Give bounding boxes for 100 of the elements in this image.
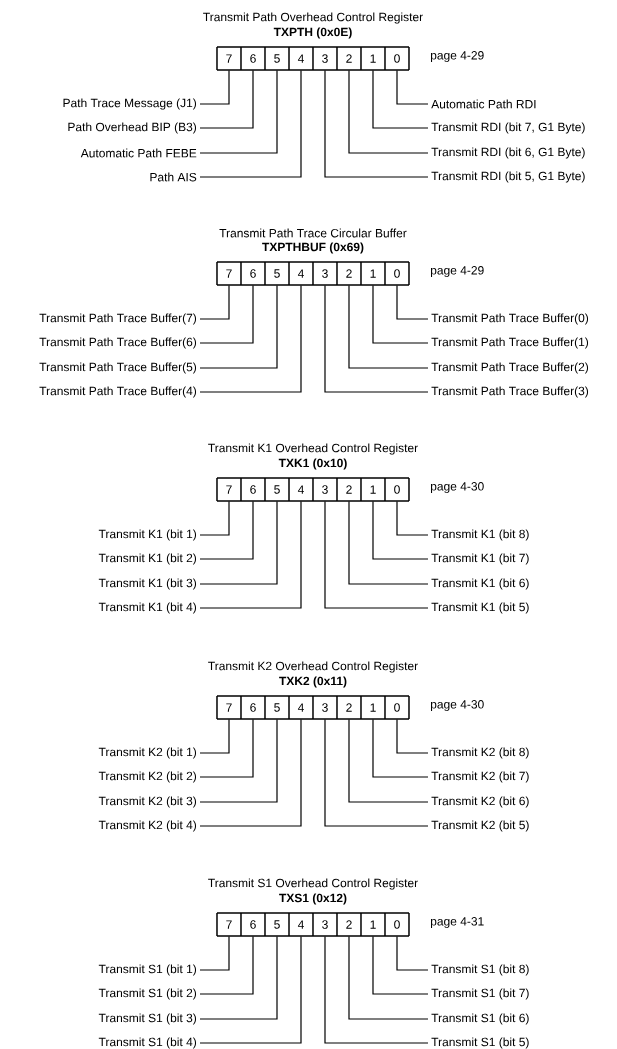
leader-line (199, 69, 302, 178)
field-label: Transmit K1 (bit 1) (98, 529, 197, 541)
leader-line (324, 500, 429, 609)
leader-line (324, 69, 429, 178)
bit-cell: 4 (288, 46, 314, 71)
bit-cell: 1 (360, 261, 386, 286)
leader-line (199, 935, 278, 1020)
register-name: TXS1 (0x12) (279, 893, 347, 905)
bit-cell: 4 (288, 695, 314, 720)
page-reference: page 4-29 (430, 266, 484, 277)
bit-cell: 6 (240, 261, 266, 286)
leader-line (324, 935, 429, 1044)
bit-cell: 1 (360, 477, 386, 502)
field-label: Transmit Path Trace Buffer(3) (431, 386, 589, 398)
leader-line (199, 284, 254, 344)
bit-cell: 5 (264, 912, 290, 937)
leader-line (396, 935, 429, 971)
leader-line (199, 718, 278, 803)
register-name: TXK1 (0x10) (278, 458, 347, 470)
field-label: Transmit RDI (bit 5, G1 Byte) (431, 171, 585, 183)
field-label: Transmit S1 (bit 1) (98, 964, 197, 976)
leader-line (199, 500, 278, 585)
field-label: Transmit K2 (bit 1) (98, 747, 197, 759)
leader-line (372, 500, 429, 560)
bit-cell: 1 (360, 912, 386, 937)
bit-cell: 2 (336, 695, 362, 720)
leader-line (199, 718, 230, 754)
field-label: Transmit S1 (bit 3) (98, 1013, 197, 1025)
bit-cell: 7 (216, 261, 242, 286)
leader-line (348, 500, 429, 585)
field-label: Transmit K1 (bit 6) (431, 578, 529, 590)
bit-cell: 2 (336, 912, 362, 937)
register-title: Transmit Path Trace Circular Buffer (219, 228, 407, 238)
field-label: Transmit S1 (bit 4) (98, 1037, 197, 1049)
field-label: Transmit Path Trace Buffer(6) (39, 337, 197, 349)
field-label: Transmit RDI (bit 7, G1 Byte) (431, 122, 585, 134)
leader-line (348, 69, 429, 154)
bit-cell: 3 (312, 261, 338, 286)
leader-line (199, 935, 254, 995)
leader-line (199, 69, 254, 129)
leader-line (199, 284, 230, 320)
bit-cell: 2 (336, 46, 362, 71)
bit-cell: 5 (264, 261, 290, 286)
leader-line (396, 284, 429, 320)
leader-line (348, 935, 429, 1020)
field-label: Transmit K1 (bit 2) (98, 553, 197, 565)
field-label: Transmit K2 (bit 4) (98, 820, 197, 832)
bit-cell: 5 (264, 46, 290, 71)
field-label: Automatic Path FEBE (80, 148, 197, 158)
bit-cell: 0 (384, 261, 410, 286)
bit-cell: 6 (240, 477, 266, 502)
leader-line (396, 500, 429, 536)
field-label: Path AIS (150, 172, 197, 182)
leader-line (372, 284, 429, 344)
leader-line (199, 500, 230, 536)
leader-line (199, 500, 254, 560)
bit-cell: 0 (384, 477, 410, 502)
field-label: Transmit K2 (bit 6) (431, 796, 529, 808)
bit-cell: 1 (360, 46, 386, 71)
field-label: Transmit S1 (bit 2) (98, 988, 197, 1000)
bit-cell: 7 (216, 477, 242, 502)
bit-cell: 6 (240, 46, 266, 71)
leader-line (324, 284, 429, 393)
field-label: Path Trace Message (J1) (63, 98, 197, 110)
bit-cell: 3 (312, 477, 338, 502)
register-name: TXK2 (0x11) (279, 676, 347, 688)
leader-line (199, 284, 302, 393)
leader-line (199, 935, 230, 971)
field-label: Transmit K2 (bit 5) (431, 820, 529, 832)
leader-line (199, 718, 254, 778)
bit-cell: 0 (384, 46, 410, 71)
page-reference: page 4-29 (430, 51, 484, 62)
register-title: Transmit Path Overhead Control Register (203, 12, 423, 24)
bit-cell: 7 (216, 46, 242, 71)
page-reference: page 4-30 (430, 700, 484, 711)
bit-cell: 0 (384, 912, 410, 937)
leader-line (199, 284, 278, 369)
bit-cell: 2 (336, 261, 362, 286)
bit-cell: 3 (312, 46, 338, 71)
bit-cell: 4 (288, 912, 314, 937)
bit-cell: 7 (216, 912, 242, 937)
field-label: Transmit S1 (bit 8) (431, 964, 529, 976)
field-label: Transmit K1 (bit 8) (431, 529, 529, 541)
bit-cell: 6 (240, 695, 266, 720)
leader-line (372, 935, 429, 995)
field-label: Transmit K2 (bit 3) (98, 796, 197, 808)
register-title: Transmit S1 Overhead Control Register (208, 878, 418, 890)
leader-line (199, 500, 302, 609)
field-label: Transmit Path Trace Buffer(1) (431, 337, 589, 349)
bit-cell: 4 (288, 261, 314, 286)
page-reference: page 4-30 (430, 482, 484, 493)
leader-line (396, 718, 429, 754)
leader-line (199, 69, 230, 105)
bit-cell: 7 (216, 695, 242, 720)
field-label: Transmit K2 (bit 8) (431, 747, 529, 759)
field-label: Transmit K2 (bit 2) (98, 771, 197, 783)
register-title: Transmit K1 Overhead Control Register (208, 443, 418, 455)
field-label: Transmit S1 (bit 6) (431, 1013, 529, 1025)
field-label: Transmit Path Trace Buffer(7) (39, 313, 197, 325)
field-label: Transmit K1 (bit 5) (431, 602, 529, 614)
